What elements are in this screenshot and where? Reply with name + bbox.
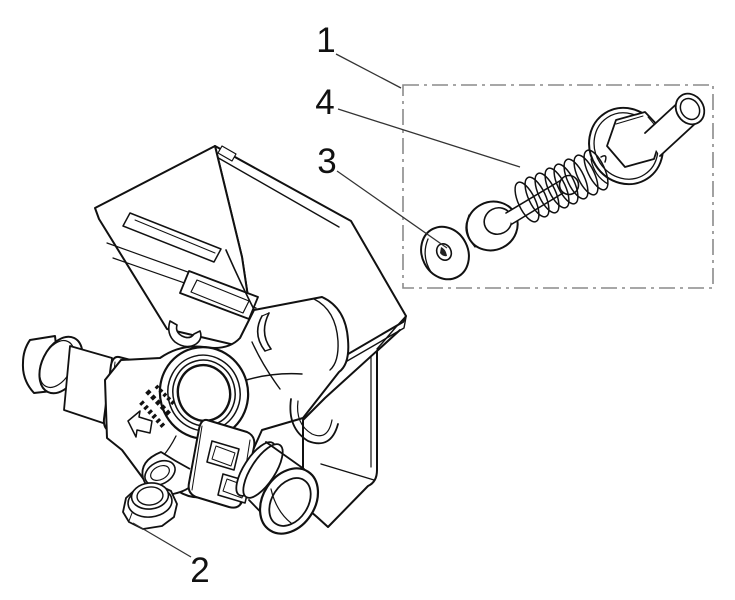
spring-coils bbox=[514, 149, 609, 223]
detail-assembly-box bbox=[402, 84, 714, 289]
leader-line-3 bbox=[336, 170, 448, 249]
callout-2: 2 bbox=[190, 551, 209, 590]
central-port-rings bbox=[158, 346, 250, 440]
leader-line-4 bbox=[337, 108, 521, 168]
callout-1: 1 bbox=[316, 21, 335, 60]
seal-washer bbox=[420, 225, 470, 281]
leader-line-1 bbox=[335, 53, 402, 89]
callout-3: 3 bbox=[317, 142, 336, 181]
hex-cap bbox=[122, 482, 178, 530]
leader-line-2 bbox=[132, 522, 192, 558]
bracket-hook bbox=[168, 320, 202, 348]
bottom-right-hose-barb bbox=[187, 418, 320, 535]
poppet-and-spring bbox=[465, 149, 609, 252]
hose-socket-opening bbox=[258, 467, 320, 535]
callouts: 1 4 3 2 bbox=[132, 21, 521, 590]
embossed-marks bbox=[127, 384, 176, 438]
valve-body bbox=[21, 296, 350, 535]
flow-arrow-icon bbox=[127, 410, 153, 438]
callout-4: 4 bbox=[315, 83, 334, 122]
hex-plug bbox=[588, 92, 706, 186]
